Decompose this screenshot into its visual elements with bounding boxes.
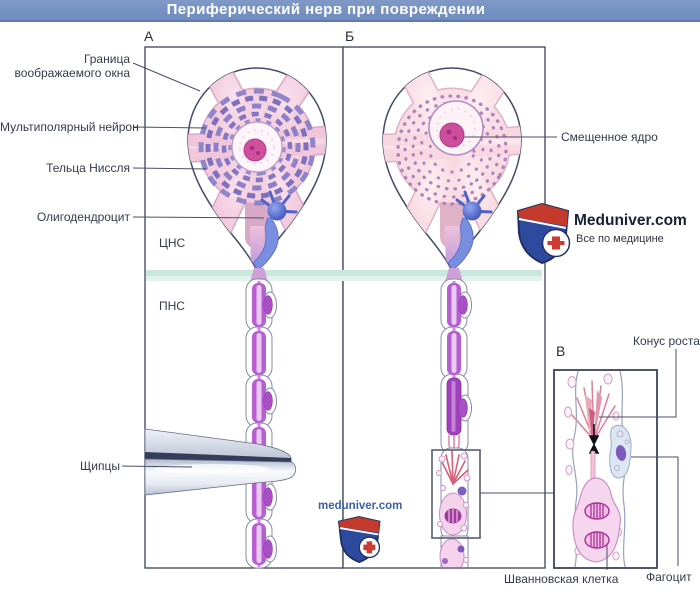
meduniver-logo-tagline: Все по медицине (576, 233, 664, 245)
degeneration-sprays (440, 450, 469, 485)
axon-b (436, 268, 472, 567)
title-bar: Периферический нерв при повреждении (0, 0, 700, 22)
label-growth-cone: Конус роста (633, 334, 700, 348)
nucleolus-a (243, 138, 267, 162)
phagocyte-dot-b (457, 486, 467, 496)
myelin-debris-b (436, 452, 471, 492)
label-cns: ЦНС (159, 236, 186, 250)
label-displaced-nucleus: Смещенное ядро (561, 130, 658, 144)
panel-v-letter: В (556, 343, 566, 359)
oligodendrocyte-b (447, 190, 493, 271)
label-window-boundary: Граница воображаемого окна (14, 52, 130, 80)
panel-v (553, 369, 658, 569)
nissl-bodies (198, 88, 316, 206)
nucleolus-b (439, 122, 465, 148)
regenerating-neurite (590, 450, 596, 480)
schwann-nuclei-a (263, 295, 273, 559)
label-phagocyte: Фагоцит (646, 570, 692, 584)
magnified-zone-box (431, 449, 481, 539)
page-title: Периферический нерв при повреждении (166, 1, 486, 18)
label-oligodendrocyte: Олигодендроцит (36, 210, 130, 224)
label-multipolar-neuron: Мультиполярный нейрон (0, 120, 139, 134)
watermark-text: meduniver.com (318, 500, 403, 512)
annotation-lines (121, 62, 679, 570)
panel-b-letter: Б (345, 28, 355, 44)
watermark-shield (337, 516, 381, 564)
meduniver-logo-shield (516, 202, 571, 265)
oligodendrocyte-a (252, 190, 298, 271)
label-schwann-cell: Шванновская клетка (504, 572, 619, 586)
phagocyte-cell (609, 424, 632, 479)
panel-a-letter: А (144, 28, 154, 44)
label-forceps: Щипцы (80, 459, 120, 473)
label-pns: ПНС (159, 299, 185, 313)
label-nissl-bodies: Тельца Ниссля (46, 161, 130, 175)
schwann-nuclei-b (458, 295, 468, 418)
cns-pns-boundary-band (146, 270, 542, 281)
meduniver-logo-title: Meduniver.com (574, 212, 687, 229)
dividing-schwann-cell (572, 477, 621, 563)
